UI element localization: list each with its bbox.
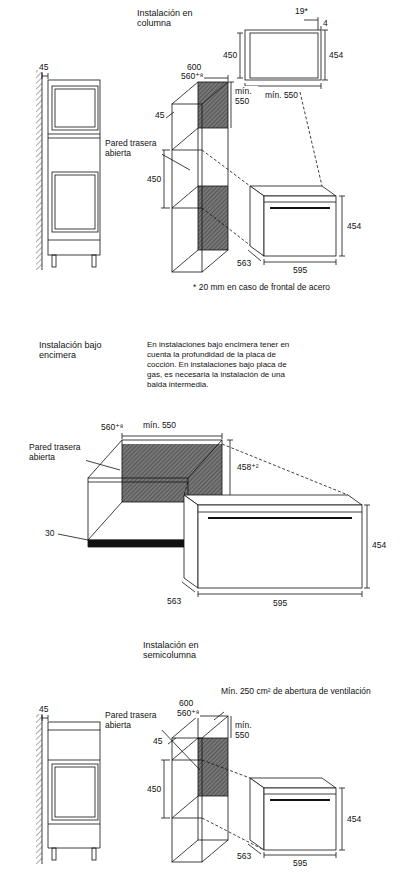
dimension-label: 595 [272,598,288,608]
dimension-label: 560⁺⁸ [176,708,200,718]
leader-note: Pared trasera abierta [28,442,86,462]
dimension-label: 454 [328,50,344,60]
dimension-label: 454 [346,221,362,231]
dimension-label: 560⁺⁸ [100,422,124,432]
halfcolumn-side-view [36,712,100,864]
dimension-label: mín. 550 [234,720,258,740]
dimension-label: 458⁺² [236,462,260,472]
dimension-label: 595 [292,265,308,275]
column-cabinet [158,75,264,272]
dimension-label: 45 [38,62,49,72]
dimension-label: 595 [292,858,308,868]
leader-note: Pared trasera abierta [104,138,162,158]
dimension-label: 563 [236,851,252,861]
dimension-label: 4 [322,18,329,28]
column-oven [248,186,345,265]
dimension-label: 450 [146,784,162,794]
dimension-label: 454 [346,814,362,824]
dimension-label: 19* [294,6,309,16]
undercounter-oven [182,495,370,597]
dimension-label: 450 [146,174,162,184]
dimension-label: 563 [236,258,252,268]
section-heading: Instalación bajo encimera [38,340,112,360]
dimension-label: 45 [152,736,163,746]
dimension-label: mín. 550 [264,90,299,100]
leader-note: Pared trasera abierta [104,710,162,730]
dimension-label: mín. 550 [142,420,177,430]
halfcolumn-oven [248,778,345,858]
dimension-label: mín. 550 [234,86,258,106]
dimension-label: 45 [154,110,165,120]
footnote: * 20 mm en caso de frontal de acero [192,282,331,292]
dimension-label: 30 [44,528,55,538]
dimension-label: 560⁺⁸ [180,71,204,81]
installation-note: En instalaciones bajo encimera tener en … [146,340,300,390]
dimension-label: 454 [371,540,387,550]
section-heading: Instalación en semicolumna [142,640,224,660]
halfcolumn-cabinet [158,712,264,862]
dimension-label: 450 [222,50,238,60]
dimension-label: 563 [166,596,182,606]
ventilation-note: Mín. 250 cm² de abertura de ventilación [220,686,372,696]
section-heading: Instalación en columna [136,8,210,28]
dimension-label: 45 [38,704,49,714]
column-side-view [36,70,100,270]
dimension-label: 600 [178,698,194,708]
